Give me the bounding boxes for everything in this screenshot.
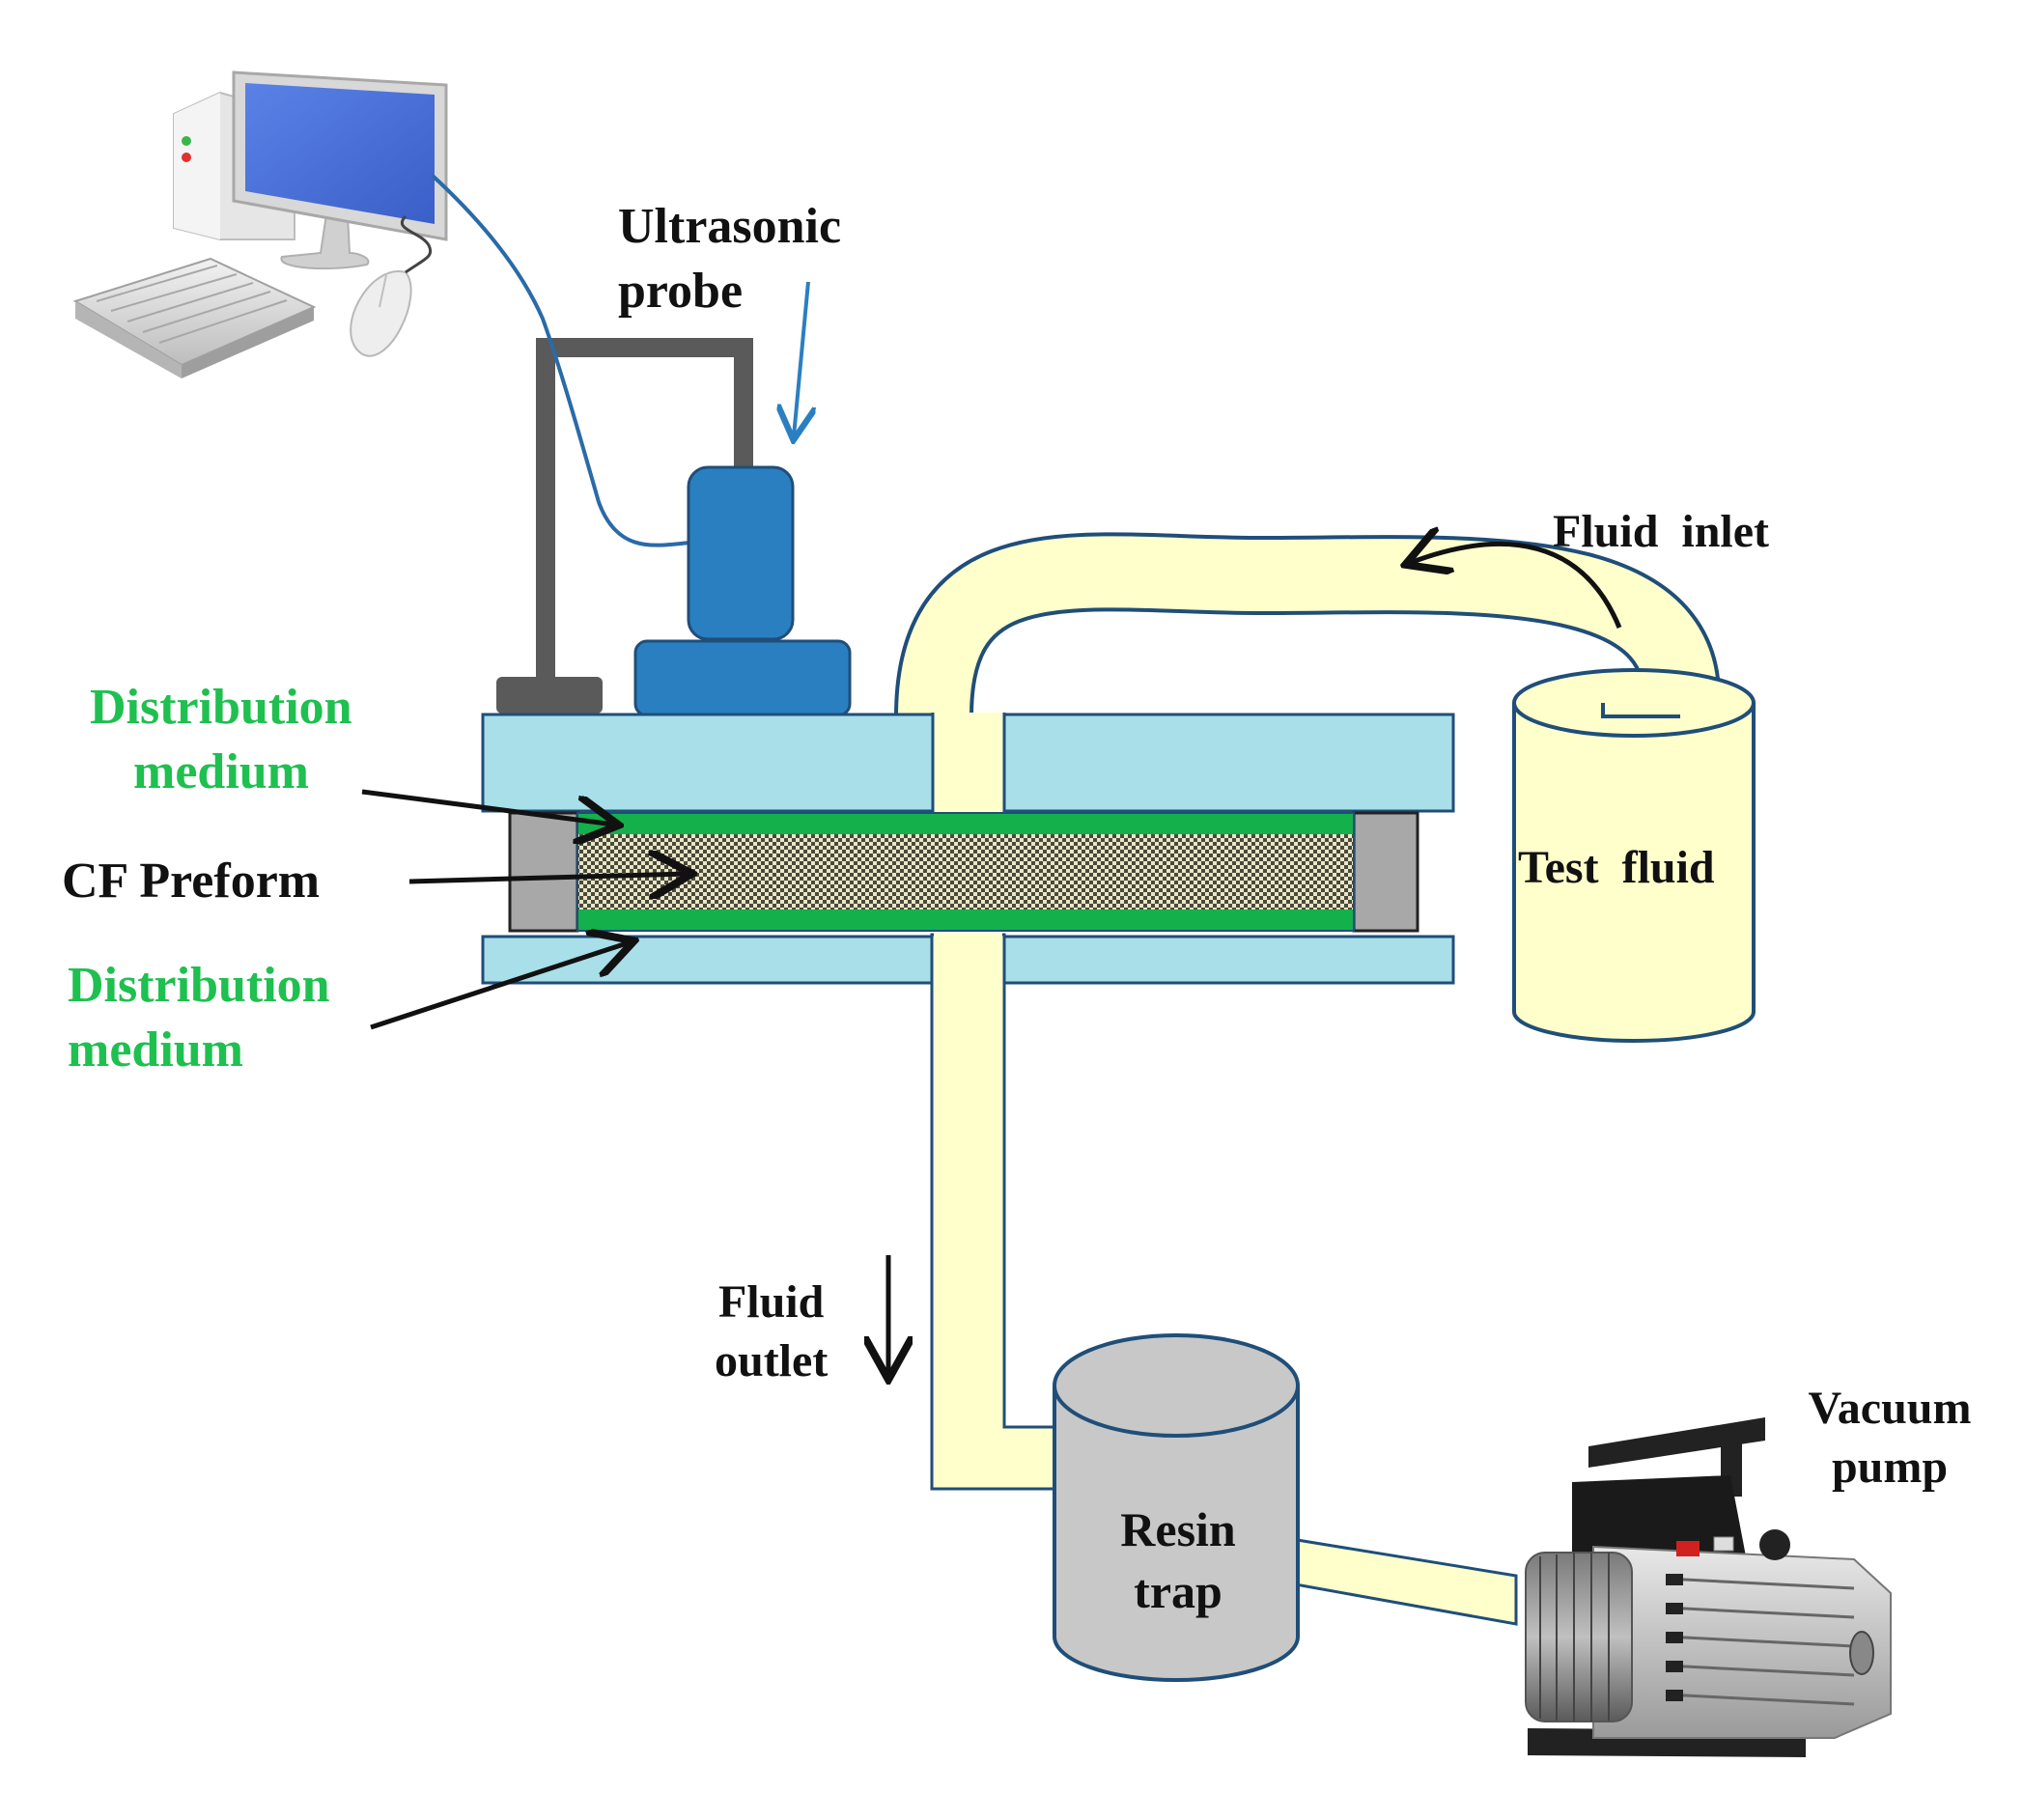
fluid-inlet-arrow: [1410, 544, 1622, 629]
fluid-outlet-label: Fluid outlet: [715, 1273, 828, 1391]
resin-trap-label-line1: Resin: [1120, 1502, 1236, 1556]
ultrasonic-probe: [633, 465, 852, 717]
outlet-tube: [930, 933, 1056, 1491]
fluid-inlet-label: Fluid inlet: [1553, 502, 1769, 561]
ultrasonic-probe-label: Ultrasonic probe: [618, 195, 841, 323]
cf-preform-label-text: CF Preform: [62, 854, 321, 909]
resin-trap-label-line2: trap: [1134, 1564, 1222, 1618]
keyboard-icon: [72, 257, 317, 378]
dist-medium-top-label-line2: medium: [133, 743, 309, 799]
vacuum-pump-icon: [1525, 1417, 1892, 1757]
dist-medium-bottom-label-line2: medium: [68, 1022, 243, 1078]
test-fluid-container: [1512, 668, 1756, 1043]
dist-medium-top-label: Distribution medium: [90, 676, 352, 804]
vacuum-line: [1278, 1535, 1518, 1626]
test-fluid-label: Test fluid: [1518, 838, 1715, 897]
right-spacer: [1352, 811, 1419, 933]
dist-medium-bottom-arrow: [370, 942, 630, 1030]
dist-medium-top-arrow: [361, 789, 614, 825]
inlet-tube: [894, 532, 1722, 721]
inlet-port: [931, 713, 1006, 813]
signal-cable: [431, 174, 691, 547]
fluid-outlet-label-line1: Fluid: [717, 1276, 825, 1328]
vacuum-pump-label: Vacuum pump: [1788, 1379, 1991, 1498]
mouse-icon: [350, 214, 433, 357]
resin-trap-label: Resin trap: [1101, 1498, 1255, 1622]
resin-trap: [1053, 1333, 1300, 1682]
left-spacer: [508, 811, 579, 933]
bottom-distribution-medium: [577, 910, 1354, 931]
ultrasonic-probe-label-line1: Ultrasonic: [618, 199, 842, 254]
top-distribution-medium: [577, 813, 1354, 834]
computer-icon: [72, 70, 448, 378]
fluid-inlet-label-text: Fluid inlet: [1553, 506, 1770, 557]
probe-pointer-arrow: [794, 281, 808, 436]
probe-stand: [496, 338, 753, 714]
cf-preform: [577, 834, 1354, 910]
cf-preform-arrow: [408, 874, 688, 882]
fluid-outlet-label-line2: outlet: [715, 1335, 829, 1387]
test-fluid-label-text: Test fluid: [1518, 842, 1715, 893]
vacuum-pump-label-line1: Vacuum: [1808, 1383, 1972, 1434]
cf-preform-label: CF Preform: [62, 850, 320, 914]
vacuum-pump-label-line2: pump: [1831, 1442, 1949, 1494]
dist-medium-top-label-line1: Distribution: [90, 680, 352, 735]
dist-medium-bottom-label: Distribution medium: [68, 954, 330, 1082]
ultrasonic-probe-label-line2: probe: [618, 263, 744, 319]
dist-medium-bottom-label-line1: Distribution: [68, 958, 330, 1013]
